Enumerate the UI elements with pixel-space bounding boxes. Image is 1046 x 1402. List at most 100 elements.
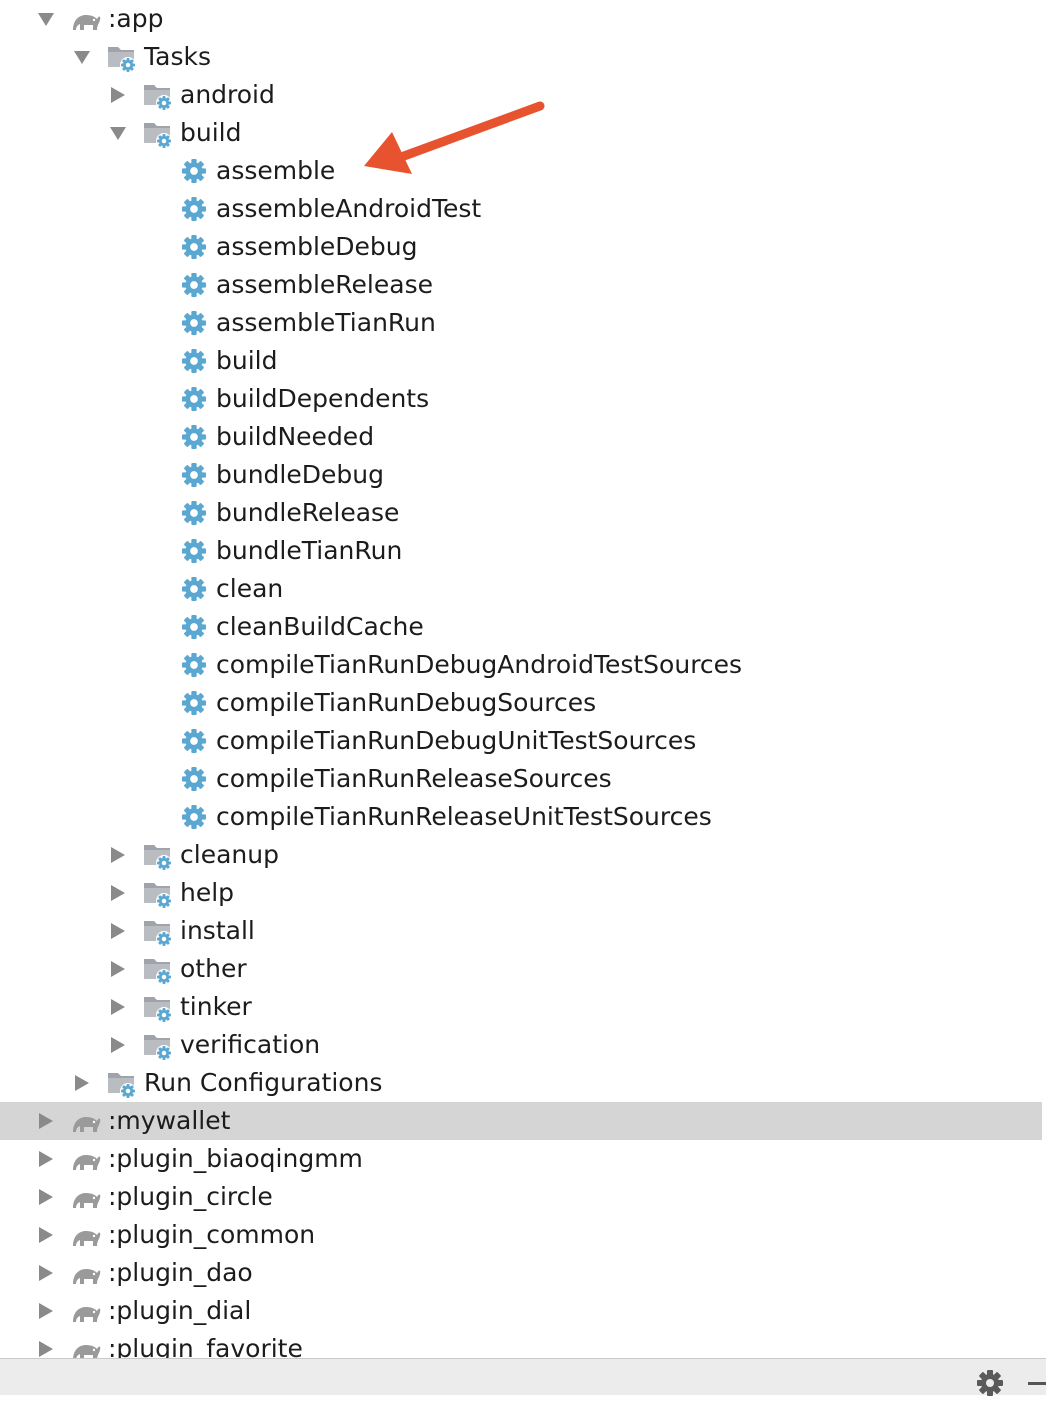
tree-row[interactable]: cleanup xyxy=(0,836,1042,874)
tree-item-label: android xyxy=(180,80,275,109)
minimize-icon[interactable] xyxy=(1028,1382,1046,1385)
gradle-elephant-icon xyxy=(70,1143,102,1175)
tree-item-label: assembleTianRun xyxy=(216,308,436,337)
chevron-right-icon[interactable] xyxy=(110,923,126,939)
gear-icon xyxy=(178,307,210,339)
tree-item-label: compileTianRunDebugSources xyxy=(216,688,597,717)
chevron-right-icon[interactable] xyxy=(38,1113,54,1129)
tree-row[interactable]: android xyxy=(0,76,1042,114)
chevron-right-icon[interactable] xyxy=(110,961,126,977)
tree-row[interactable]: :plugin_circle xyxy=(0,1178,1042,1216)
gear-icon xyxy=(178,421,210,453)
gear-icon xyxy=(178,269,210,301)
tree-row[interactable]: compileTianRunReleaseUnitTestSources xyxy=(0,798,1042,836)
gear-icon[interactable] xyxy=(975,1368,1005,1398)
gear-icon xyxy=(178,725,210,757)
chevron-down-icon[interactable] xyxy=(74,49,90,65)
chevron-right-icon[interactable] xyxy=(110,999,126,1015)
tree-row[interactable]: compileTianRunDebugAndroidTestSources xyxy=(0,646,1042,684)
tree-item-label: cleanBuildCache xyxy=(216,612,424,641)
status-bar xyxy=(0,1358,1046,1398)
tree-item-label: assemble xyxy=(216,156,336,185)
chevron-right-icon[interactable] xyxy=(110,885,126,901)
tree-row[interactable]: buildNeeded xyxy=(0,418,1042,456)
tree-row[interactable]: :mywallet xyxy=(0,1102,1042,1140)
task-folder-icon xyxy=(142,877,174,909)
tree-row[interactable]: bundleRelease xyxy=(0,494,1042,532)
tree-row[interactable]: verification xyxy=(0,1026,1042,1064)
tree-row[interactable]: assemble xyxy=(0,152,1042,190)
chevron-right-icon[interactable] xyxy=(38,1227,54,1243)
tree-row[interactable]: :plugin_favorite xyxy=(0,1330,1042,1358)
gear-icon xyxy=(178,345,210,377)
tree-row[interactable]: compileTianRunDebugSources xyxy=(0,684,1042,722)
chevron-right-icon[interactable] xyxy=(38,1189,54,1205)
gear-icon xyxy=(178,535,210,567)
tree-item-label: compileTianRunDebugUnitTestSources xyxy=(216,726,697,755)
task-folder-icon xyxy=(142,117,174,149)
tree-item-label: :plugin_circle xyxy=(108,1182,273,1211)
chevron-right-icon[interactable] xyxy=(38,1341,54,1357)
tree-row[interactable]: tinker xyxy=(0,988,1042,1026)
gradle-elephant-icon xyxy=(70,3,102,35)
tree-item-label: clean xyxy=(216,574,284,603)
tree-row[interactable]: cleanBuildCache xyxy=(0,608,1042,646)
task-folder-icon xyxy=(106,41,138,73)
tree-item-label: other xyxy=(180,954,247,983)
tree-row[interactable]: clean xyxy=(0,570,1042,608)
tree-item-label: :plugin_common xyxy=(108,1220,316,1249)
gradle-elephant-icon xyxy=(70,1333,102,1358)
tree-row[interactable]: :plugin_dial xyxy=(0,1292,1042,1330)
tree-row[interactable]: install xyxy=(0,912,1042,950)
tree-row[interactable]: bundleDebug xyxy=(0,456,1042,494)
tree-item-label: buildDependents xyxy=(216,384,430,413)
tree-item-label: :plugin_dial xyxy=(108,1296,252,1325)
tree-row[interactable]: Tasks xyxy=(0,38,1042,76)
gear-icon xyxy=(178,193,210,225)
tree-row[interactable]: compileTianRunReleaseSources xyxy=(0,760,1042,798)
tree-item-label: build xyxy=(216,346,278,375)
tree-row[interactable]: :app xyxy=(0,0,1042,38)
tree-row[interactable]: build xyxy=(0,114,1042,152)
task-folder-icon xyxy=(106,1067,138,1099)
chevron-right-icon[interactable] xyxy=(38,1151,54,1167)
tree-item-label: bundleRelease xyxy=(216,498,400,527)
chevron-right-icon[interactable] xyxy=(38,1303,54,1319)
tree-row[interactable]: help xyxy=(0,874,1042,912)
tree-row[interactable]: assembleAndroidTest xyxy=(0,190,1042,228)
tree-item-label: compileTianRunReleaseUnitTestSources xyxy=(216,802,712,831)
chevron-right-icon[interactable] xyxy=(110,847,126,863)
chevron-right-icon[interactable] xyxy=(38,1265,54,1281)
gradle-elephant-icon xyxy=(70,1181,102,1213)
tree-row[interactable]: :plugin_common xyxy=(0,1216,1042,1254)
tree-row[interactable]: build xyxy=(0,342,1042,380)
tree-row[interactable]: assembleTianRun xyxy=(0,304,1042,342)
gear-icon xyxy=(178,383,210,415)
gear-icon xyxy=(178,687,210,719)
task-folder-icon xyxy=(142,915,174,947)
tree-row[interactable]: :plugin_dao xyxy=(0,1254,1042,1292)
task-folder-icon xyxy=(142,839,174,871)
tree-row[interactable]: assembleDebug xyxy=(0,228,1042,266)
tree-item-label: :plugin_favorite xyxy=(108,1334,303,1358)
chevron-right-icon[interactable] xyxy=(110,1037,126,1053)
tree-row[interactable]: compileTianRunDebugUnitTestSources xyxy=(0,722,1042,760)
tree-row[interactable]: Run Configurations xyxy=(0,1064,1042,1102)
gradle-elephant-icon xyxy=(70,1105,102,1137)
tree-row[interactable]: bundleTianRun xyxy=(0,532,1042,570)
tree-item-label: install xyxy=(180,916,255,945)
tree-row[interactable]: assembleRelease xyxy=(0,266,1042,304)
chevron-down-icon[interactable] xyxy=(38,11,54,27)
tree-item-label: compileTianRunReleaseSources xyxy=(216,764,612,793)
tree-item-label: Tasks xyxy=(144,42,211,71)
tree-row[interactable]: other xyxy=(0,950,1042,988)
chevron-down-icon[interactable] xyxy=(110,125,126,141)
chevron-right-icon[interactable] xyxy=(74,1075,90,1091)
gear-icon xyxy=(178,801,210,833)
tree-item-label: :mywallet xyxy=(108,1106,231,1135)
tree-item-label: cleanup xyxy=(180,840,279,869)
chevron-right-icon[interactable] xyxy=(110,87,126,103)
tree-row[interactable]: buildDependents xyxy=(0,380,1042,418)
tree-row[interactable]: :plugin_biaoqingmm xyxy=(0,1140,1042,1178)
